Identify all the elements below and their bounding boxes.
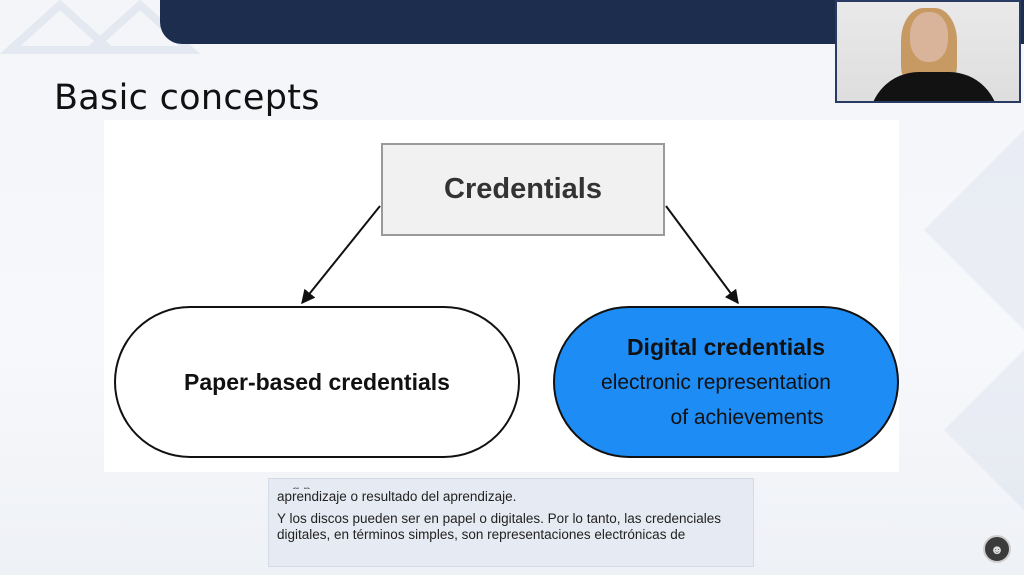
presenter-body bbox=[869, 72, 999, 101]
user-avatar-icon[interactable]: ☻ bbox=[983, 535, 1011, 563]
decorative-shapes bbox=[924, 130, 1024, 510]
presenter-webcam[interactable] bbox=[835, 0, 1021, 103]
caption-box: , , g p aprendizaje o resultado del apre… bbox=[268, 478, 754, 567]
slide-title: Basic concepts bbox=[54, 78, 320, 118]
presenter-face bbox=[910, 12, 948, 62]
caption-cut-line: , , g p bbox=[277, 483, 745, 489]
node-digital-desc-line2: of achievements bbox=[670, 406, 824, 429]
arrow-right bbox=[665, 205, 739, 305]
node-digital: Digital credentials electronic represent… bbox=[553, 306, 899, 458]
node-digital-desc-line1: electronic representation bbox=[601, 371, 831, 394]
credentials-diagram: Credentials Paper-based credentials Digi… bbox=[104, 120, 899, 472]
caption-line-2: Y los discos pueden ser en papel o digit… bbox=[277, 511, 722, 542]
node-digital-title: Digital credentials bbox=[626, 334, 826, 360]
node-paper-based: Paper-based credentials bbox=[114, 306, 520, 458]
root-node-credentials: Credentials bbox=[381, 143, 665, 236]
diagram-arrows bbox=[301, 205, 739, 305]
caption-line-1: aprendizaje o resultado del aprendizaje. bbox=[277, 489, 517, 504]
node-paper-label: Paper-based credentials bbox=[184, 368, 450, 395]
arrow-left bbox=[301, 205, 381, 305]
